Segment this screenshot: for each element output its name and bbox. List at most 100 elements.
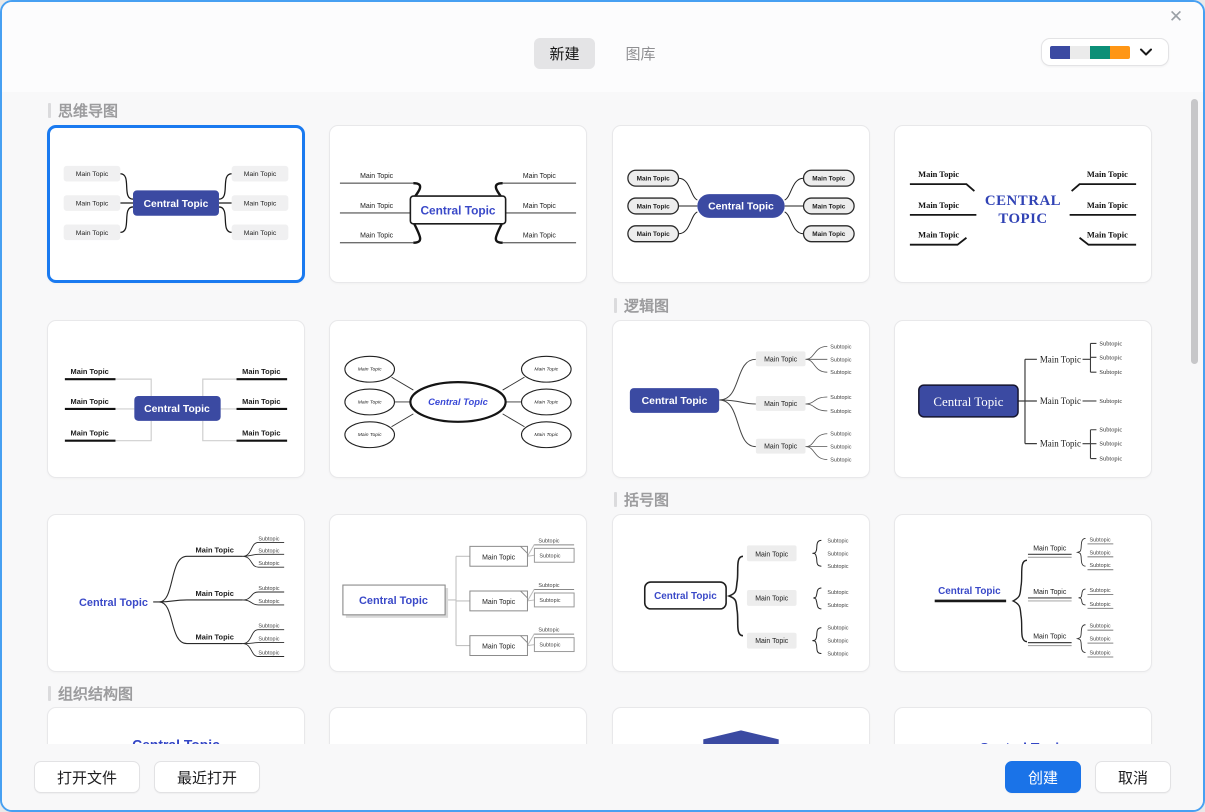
subtopic-label: Subtopic: [1089, 651, 1110, 657]
subtopic-label: Subtopic: [258, 536, 279, 542]
template-card-mindmap-sketch[interactable]: Main Topic Main Topic Main Topic Main To…: [329, 320, 587, 478]
tab-bar: 新建 图库: [2, 38, 1203, 69]
subtopic-label: Subtopic: [258, 548, 279, 554]
close-icon[interactable]: ✕: [1168, 7, 1184, 26]
main-topic-label: Main Topic: [76, 200, 109, 207]
footer-right-buttons: 创建 取消: [1004, 761, 1171, 793]
main-topic-label: Main Topic: [1087, 169, 1128, 179]
central-topic-label: Central Topic: [79, 597, 148, 609]
theme-swatch-indigo: [1050, 45, 1070, 59]
section-title-logic: 逻辑图: [614, 295, 669, 316]
tab-gallery[interactable]: 图库: [625, 46, 656, 63]
tab-new[interactable]: 新建: [534, 38, 595, 69]
section-title-text: 逻辑图: [624, 298, 670, 315]
section-title-brace: 括号图: [614, 489, 669, 510]
central-topic-label: Central Topic: [938, 586, 1001, 597]
main-topic-label: Main Topic: [755, 638, 789, 645]
template-card-logic-boxes[interactable]: Central Topic Main Topic Main Topic Main…: [329, 514, 587, 672]
main-topic-label: Main Topic: [71, 397, 109, 406]
template-card-logic-curvy[interactable]: Central Topic Main Topic Main Topic Main…: [47, 514, 305, 672]
subtopic-label: Subtopic: [1089, 624, 1110, 630]
central-topic-label: Central Topic: [708, 201, 774, 212]
template-card-org-banner[interactable]: Central Topic: [612, 707, 870, 748]
main-topic-label: Main Topic: [1087, 230, 1128, 240]
subtopic-label: Subtopic: [539, 643, 560, 649]
subtopic-label: Subtopic: [1099, 369, 1122, 376]
template-card-brace-rounded[interactable]: Central Topic Main Topic Main Topic Main…: [612, 514, 870, 672]
main-topic-label: Main Topic: [755, 551, 789, 558]
template-thumbnail: Central Topic: [132, 736, 220, 748]
main-topic-label: Main Topic: [534, 399, 558, 405]
template-card-org-text-2[interactable]: Central Topic: [894, 707, 1152, 748]
subtopic-label: Subtopic: [539, 598, 560, 604]
template-thumbnail: Central Topic: [703, 730, 779, 748]
template-thumbnail: Main Topic Main Topic Main Topic Main To…: [64, 367, 288, 442]
main-topic-label: Main Topic: [76, 171, 109, 178]
template-thumbnail: [394, 746, 522, 748]
central-topic-label: Central Topic: [420, 203, 495, 217]
main-topic-label: Main Topic: [523, 203, 557, 210]
subtopic-label: Subtopic: [830, 432, 851, 438]
main-topic-label: Main Topic: [918, 200, 959, 210]
template-card-mindmap-elbow[interactable]: Main Topic Main Topic Main Topic Main To…: [47, 320, 305, 478]
main-topic-label: Main Topic: [358, 399, 382, 405]
subtopic-label: Subtopic: [258, 651, 279, 657]
central-topic-label: Central Topic: [144, 199, 209, 210]
template-thumbnail: Main Topic Main Topic Main Topic Main To…: [339, 173, 577, 244]
subtopic-label: Subtopic: [1089, 550, 1110, 556]
main-topic-label: Main Topic: [1040, 354, 1081, 364]
template-card-logic-rounded[interactable]: Main Topic Main Topic Main Topic Subtopi…: [612, 320, 870, 478]
subtopic-label: Subtopic: [827, 639, 848, 645]
open-file-button[interactable]: 打开文件: [34, 761, 141, 793]
subtopic-label: Subtopic: [1089, 537, 1110, 543]
main-topic-label: Main Topic: [1087, 200, 1128, 210]
central-topic-label: Central Topic: [144, 404, 210, 415]
template-card-mindmap-rounded[interactable]: Main Topic Main Topic Main Topic Main To…: [47, 125, 305, 283]
template-card-mindmap-underline[interactable]: Main Topic Main Topic Main Topic Main To…: [329, 125, 587, 283]
main-topic-label: Main Topic: [242, 429, 280, 438]
theme-swatch-teal: [1090, 45, 1110, 59]
cancel-button[interactable]: 取消: [1094, 761, 1171, 793]
central-topic-label: Central Topic: [642, 396, 708, 407]
template-card-mindmap-serif[interactable]: Main Topic Main Topic Main Topic Main To…: [894, 125, 1152, 283]
subtopic-label: Subtopic: [1089, 602, 1110, 608]
template-card-brace-underline[interactable]: Central Topic Main Topic Main Topic Main…: [894, 514, 1152, 672]
chevron-down-icon: [1139, 47, 1153, 57]
template-card-logic-serif[interactable]: Main Topic Main Topic Main Topic Subtopi…: [894, 320, 1152, 478]
subtopic-label: Subtopic: [827, 652, 848, 658]
subtopic-label: Subtopic: [1099, 441, 1122, 448]
main-topic-label: Main Topic: [360, 233, 394, 240]
subtopic-label: Subtopic: [827, 551, 848, 557]
section-title-text: 组织结构图: [58, 686, 134, 703]
central-topic-label: Central Topic: [359, 595, 428, 607]
subtopic-label: Subtopic: [258, 599, 279, 605]
subtopic-label: Subtopic: [827, 626, 848, 632]
create-button[interactable]: 创建: [1004, 761, 1081, 793]
subtopic-label: Subtopic: [1099, 340, 1122, 347]
main-topic-label: Main Topic: [812, 176, 846, 183]
subtopic-label: Subtopic: [830, 458, 851, 464]
main-topic-label: Main Topic: [1033, 634, 1067, 641]
template-thumbnail: Main Topic Main Topic Main Topic Main To…: [909, 169, 1137, 246]
dialog-footer: 打开文件 最近打开 创建 取消: [2, 744, 1203, 810]
vertical-scrollbar-thumb[interactable]: [1191, 99, 1198, 364]
subtopic-label: Subtopic: [258, 561, 279, 567]
recent-files-button[interactable]: 最近打开: [154, 761, 261, 793]
section-title-mindmap: 思维导图: [48, 100, 118, 121]
main-topic-label: Main Topic: [637, 231, 671, 238]
main-topic-label: Main Topic: [637, 203, 671, 210]
subtopic-label: Subtopic: [827, 538, 848, 544]
central-topic-label: CENTRAL: [985, 193, 1061, 209]
section-title-org: 组织结构图: [48, 683, 133, 704]
subtopic-label: Subtopic: [830, 370, 851, 376]
main-topic-label: Main Topic: [482, 554, 516, 561]
template-card-org-box[interactable]: [329, 707, 587, 748]
theme-color-selector[interactable]: [1041, 38, 1169, 66]
theme-swatch-orange: [1110, 45, 1130, 59]
template-card-org-text[interactable]: Central Topic: [47, 707, 305, 748]
main-topic-label: Main Topic: [764, 401, 798, 408]
main-topic-label: Main Topic: [534, 367, 558, 373]
template-card-mindmap-pills[interactable]: Main Topic Main Topic Main Topic Main To…: [612, 125, 870, 283]
main-topic-label: Main Topic: [918, 169, 959, 179]
template-thumbnail: Central Topic Main Topic Main Topic Main…: [643, 538, 849, 658]
